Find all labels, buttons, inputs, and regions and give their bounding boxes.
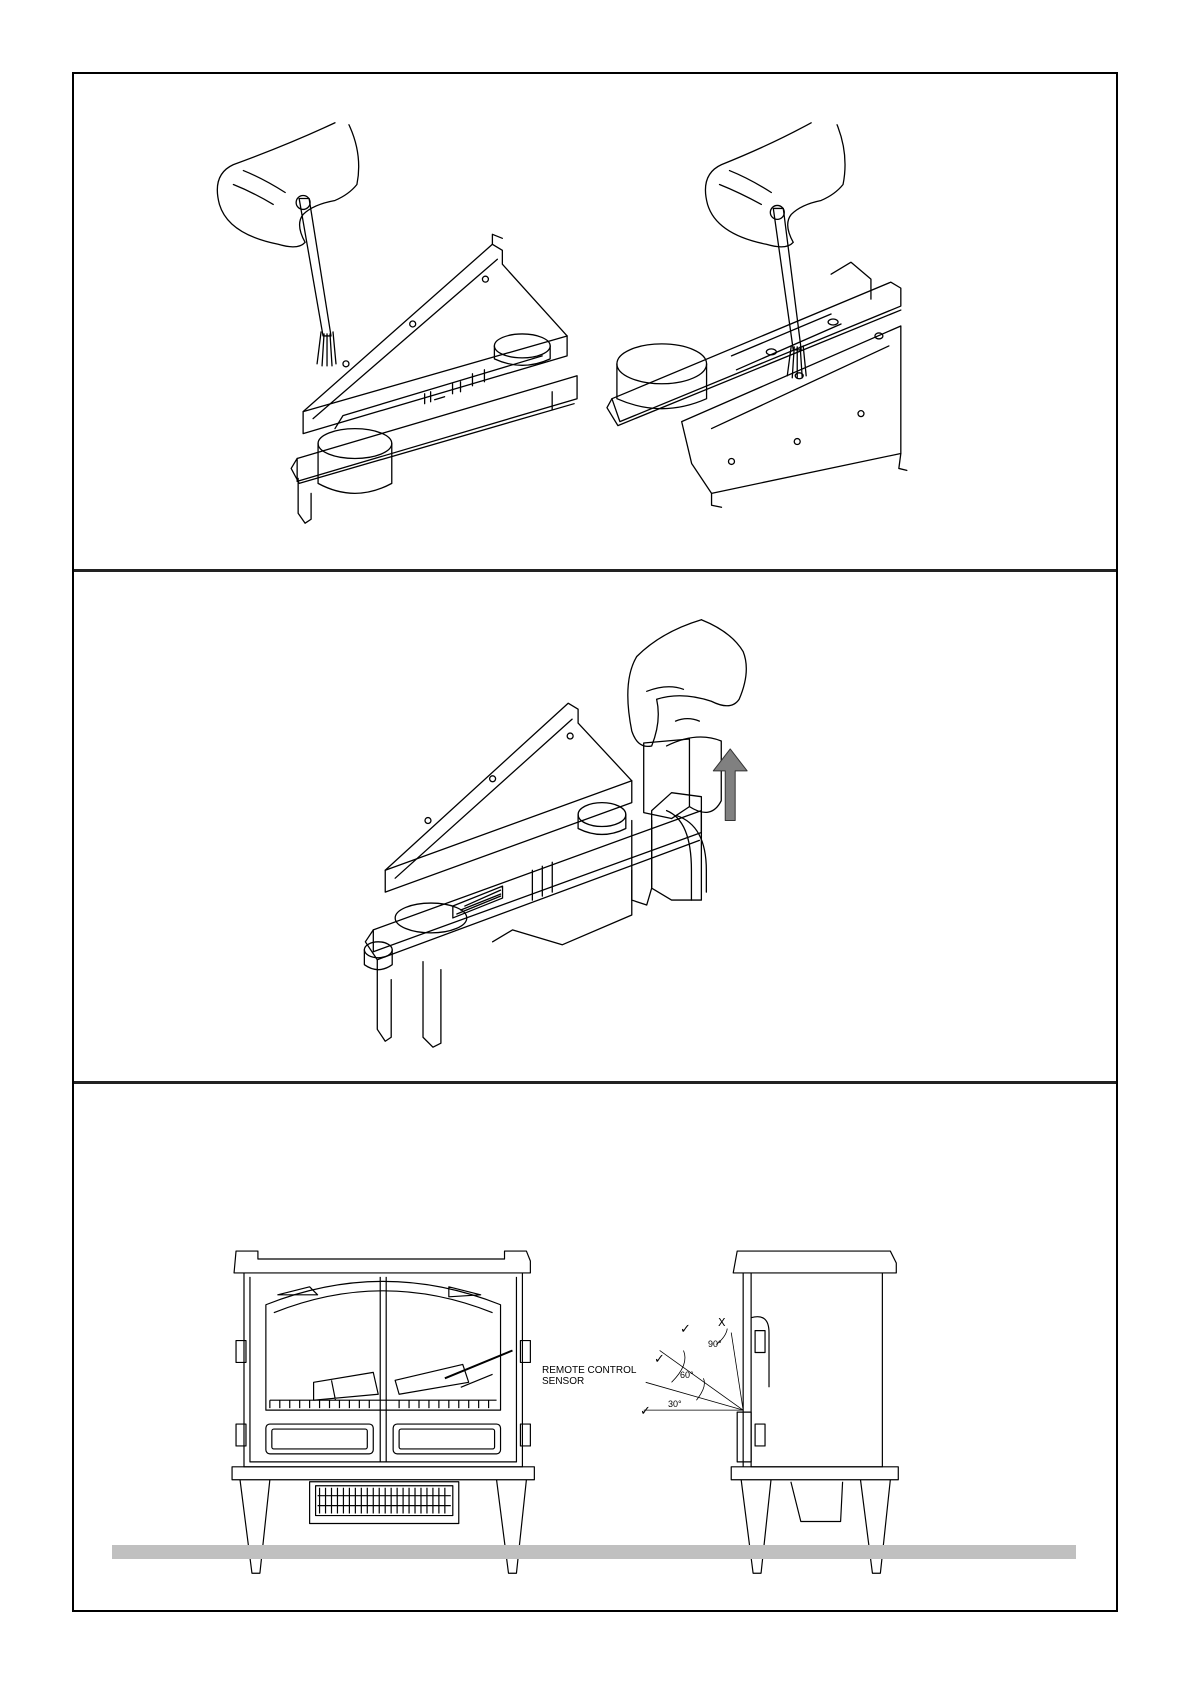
manual-page-frame: REMOTE CONTROL SENSOR 90° 60° 30° ✓ ✓ ✓ …	[72, 72, 1118, 1612]
panel-clean-tank	[74, 74, 1116, 569]
angle-60-label: 60°	[680, 1370, 694, 1380]
sensor-pointer-line	[445, 1350, 513, 1378]
up-arrow-icon	[713, 749, 747, 821]
tank-right-view	[607, 123, 907, 508]
angle-90-label: 90°	[708, 1339, 722, 1349]
cross-mark-icon: X	[718, 1316, 726, 1329]
clean-tank-illustration	[74, 74, 1116, 569]
sensor-label: REMOTE CONTROL SENSOR	[542, 1365, 636, 1387]
remove-cap-illustration	[74, 572, 1116, 1081]
stove-front-view	[232, 1251, 534, 1573]
sensor-label-line2: SENSOR	[542, 1376, 636, 1387]
floor-line	[112, 1545, 1076, 1559]
panel-remote-sensor: REMOTE CONTROL SENSOR 90° 60° 30° ✓ ✓ ✓ …	[74, 1081, 1116, 1612]
stove-front-side-illustration	[74, 1084, 1116, 1612]
angle-30-label: 30°	[668, 1399, 682, 1409]
panel-remove-cap	[74, 569, 1116, 1081]
sensor-label-line1: REMOTE CONTROL	[542, 1365, 636, 1376]
check-mark-icon: ✓	[680, 1322, 691, 1337]
check-mark-icon: ✓	[640, 1404, 651, 1419]
tank-left-view	[217, 123, 577, 523]
check-mark-icon: ✓	[654, 1352, 665, 1367]
stove-side-view	[644, 1251, 899, 1573]
